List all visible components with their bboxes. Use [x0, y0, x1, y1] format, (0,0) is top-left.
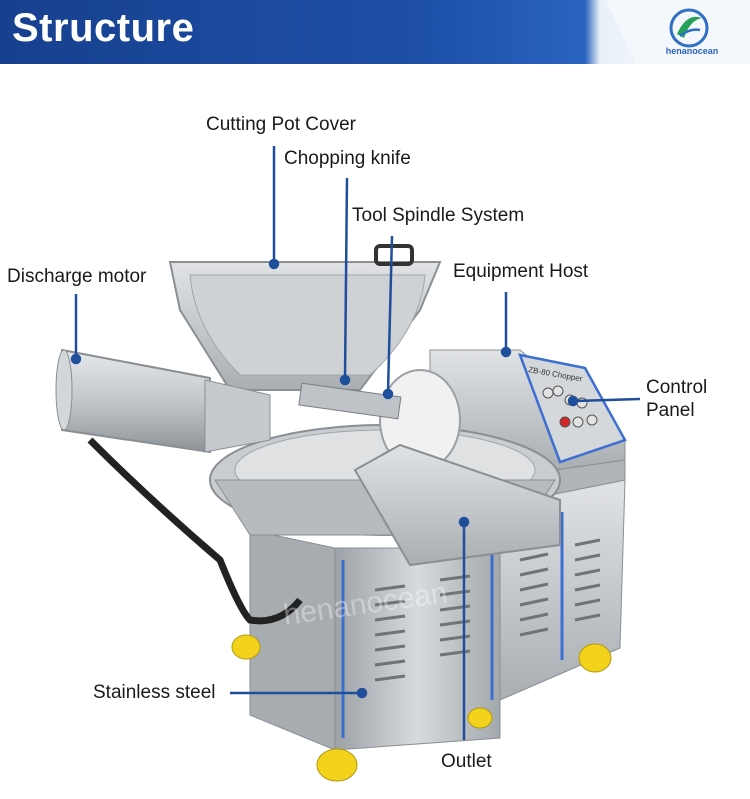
logo-text: henanocean — [665, 46, 719, 56]
label-control-panel-line1: Control — [646, 377, 708, 398]
discharge-motor-end — [55, 349, 73, 431]
pointer-tool-spindle — [386, 235, 394, 393]
foot-back-right — [578, 643, 612, 673]
machine-illustration: ZB-80 Chopper henanocean — [55, 244, 627, 782]
tool-spindle — [298, 382, 402, 420]
discharge-chute — [353, 443, 561, 567]
vent-louvers — [374, 538, 601, 682]
power-cable — [87, 437, 303, 625]
discharge-motor-coupling — [204, 379, 271, 453]
page-title: Structure — [12, 6, 195, 50]
henanocean-logo-icon — [669, 8, 709, 48]
label-equipment-host: Equipment Host — [453, 261, 589, 282]
pointer-control-panel — [574, 397, 641, 403]
label-tool-spindle-system: Tool Spindle System — [352, 205, 525, 226]
label-stainless-steel: Stainless steel — [93, 682, 216, 703]
label-discharge-motor: Discharge motor — [7, 266, 147, 287]
foot-front-right — [467, 707, 493, 729]
label-outlet: Outlet — [441, 751, 492, 772]
label-cutting-pot-cover: Cutting Pot Cover — [206, 114, 356, 135]
cover-handle — [374, 244, 414, 266]
label-chopping-knife: Chopping knife — [284, 148, 411, 169]
header-banner: Structure henanocean — [0, 0, 750, 64]
control-panel-face — [518, 353, 627, 464]
foot-back-left — [231, 634, 261, 660]
foot-front-left — [316, 748, 358, 782]
pointer-chopping-knife — [343, 177, 349, 379]
cover-inner — [189, 274, 426, 376]
label-control-panel-line2: Panel — [646, 400, 695, 421]
